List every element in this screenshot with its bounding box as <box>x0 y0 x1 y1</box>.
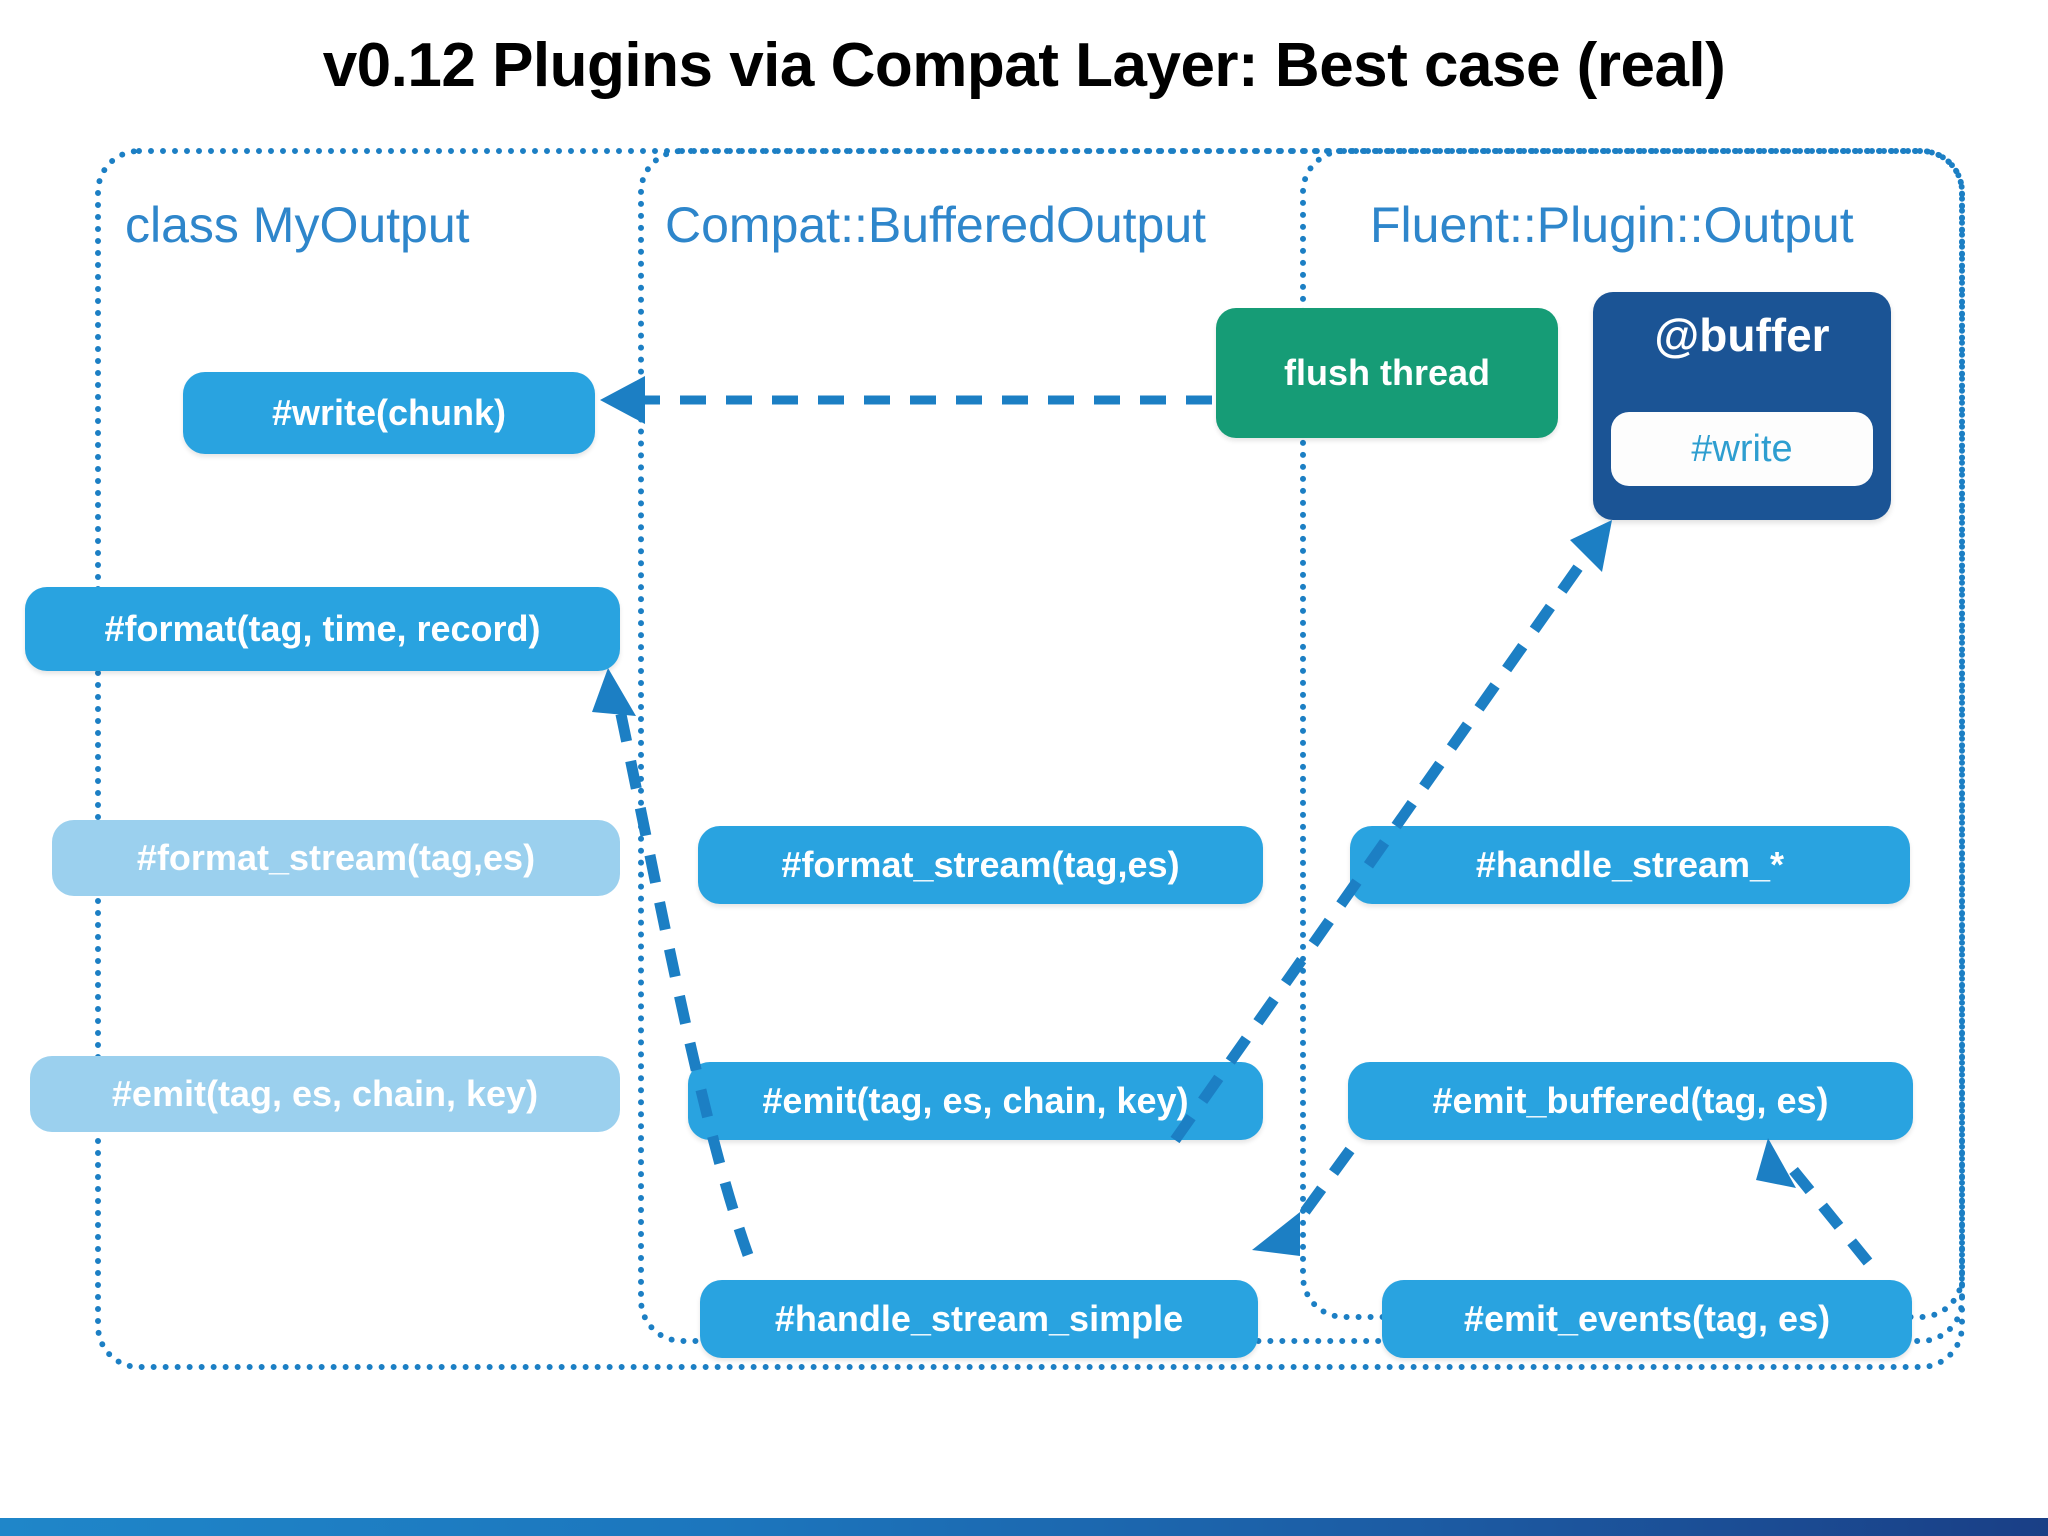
zone-title-my-output: class MyOutput <box>125 197 470 253</box>
pill-handle-stream-simple[interactable]: #handle_stream_simple <box>700 1280 1258 1358</box>
footer-accent-bar <box>0 1518 2048 1536</box>
zone-title-compat-buffered-output: Compat::BufferedOutput <box>665 197 1207 253</box>
pill-emit-events[interactable]: #emit_events(tag, es) <box>1382 1280 1912 1358</box>
node-buffer[interactable]: @buffer #write <box>1593 292 1891 520</box>
pill-format-stream-left[interactable]: #format_stream(tag,es) <box>52 820 620 896</box>
pill-emit-buffered[interactable]: #emit_buffered(tag, es) <box>1348 1062 1913 1140</box>
zone-title-fluent-plugin-output: Fluent::Plugin::Output <box>1370 197 1854 253</box>
pill-emit-left[interactable]: #emit(tag, es, chain, key) <box>30 1056 620 1132</box>
pill-emit-mid[interactable]: #emit(tag, es, chain, key) <box>688 1062 1263 1140</box>
pill-write-chunk[interactable]: #write(chunk) <box>183 372 595 454</box>
pill-format-tag-time-record[interactable]: #format(tag, time, record) <box>25 587 620 671</box>
node-flush-thread[interactable]: flush thread <box>1216 308 1558 438</box>
buffer-write-method[interactable]: #write <box>1611 412 1873 486</box>
buffer-label: @buffer <box>1654 309 1830 361</box>
pill-format-stream-mid[interactable]: #format_stream(tag,es) <box>698 826 1263 904</box>
page-title: v0.12 Plugins via Compat Layer: Best cas… <box>322 31 1726 100</box>
pill-handle-stream-star[interactable]: #handle_stream_* <box>1350 826 1910 904</box>
